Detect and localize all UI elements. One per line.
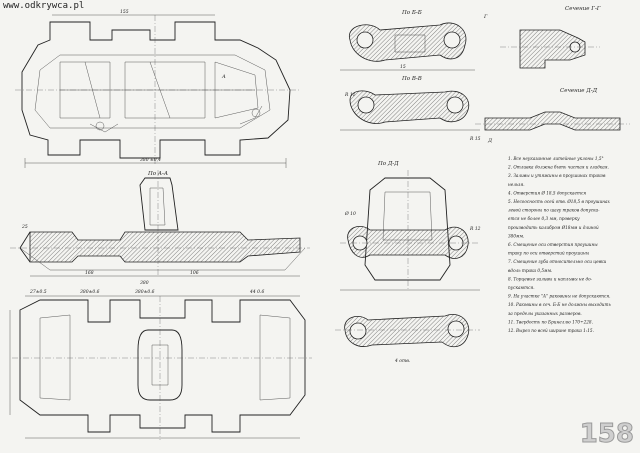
note-line: за пределы указанных размеров. bbox=[508, 311, 582, 316]
section-bb: По Б-Б 15 bbox=[340, 10, 475, 71]
label-a: А bbox=[221, 74, 226, 80]
section-vv: По В-В R 11 R 15 bbox=[340, 76, 481, 142]
note-line: 1. Все неуказанные литейные уклоны 1,5° bbox=[508, 156, 604, 161]
section-label-bb: По Б-Б bbox=[401, 10, 422, 16]
dim-top-overall: 380 ±0,4 bbox=[140, 157, 161, 163]
section-label-aa: По А-А bbox=[147, 171, 168, 177]
note-line: ется не более 0,3 мм, проверку bbox=[508, 216, 580, 221]
note-line: пускаются. bbox=[508, 285, 535, 290]
track-plan-view-bottom: 27±0.5 380±0.6 380±0.6 44 0.6 bbox=[9, 289, 312, 440]
section-label-dd: Сечение Д-Д bbox=[560, 88, 598, 94]
note-line: 8. Торцевые заливы и наплывы не до- bbox=[508, 276, 593, 281]
note-line: 9. На участке "А" раковины не допускаютс… bbox=[508, 294, 610, 299]
technical-notes: 1. Все неуказанные литейные уклоны 1,5° 2… bbox=[507, 156, 611, 333]
note-line: нельзя. bbox=[508, 182, 525, 187]
dim-small-b: 4 отв. bbox=[394, 358, 411, 364]
section-label-end: По Д-Д bbox=[377, 161, 399, 167]
dim-top-sub: 155 bbox=[120, 9, 129, 15]
section-gg: Сечение Г-Г Г bbox=[483, 6, 601, 69]
note-line: 380мм. bbox=[508, 233, 524, 238]
dim-left-bottom-4: 44 0.6 bbox=[249, 289, 264, 295]
watermark: www.odkrywca.pl bbox=[3, 1, 85, 11]
label-e: Д bbox=[487, 138, 493, 144]
dim-mid-c: 380 bbox=[140, 280, 149, 286]
note-line: производить калибром Ø18мм и длиной bbox=[508, 225, 599, 230]
note-line: левой стороны по шагу траков допуска- bbox=[508, 208, 600, 213]
note-line: вдоль трака 0,5мм. bbox=[508, 268, 552, 273]
note-line: 5. Несоосность осей отв. Ø18,5 в проушин… bbox=[508, 199, 610, 204]
note-line: 3. Заливы и утяжины в проушинах траков bbox=[508, 173, 606, 178]
dim-mid-a: 168 bbox=[85, 270, 94, 276]
track-plan-view-top: 380 ±0,4 155 А bbox=[15, 9, 300, 168]
note-line: 4. Отверстия Ø 18,5 допускается bbox=[507, 190, 586, 195]
dim-left-bottom-1: 27±0.5 bbox=[29, 289, 47, 295]
note-line: 7. Смещение зуба относительно оси цевки bbox=[508, 259, 607, 264]
section-end-view: По Д-Д R 12 Ø 10 bbox=[340, 161, 481, 291]
label-d: Г bbox=[483, 14, 488, 20]
page-number: 158 bbox=[579, 419, 634, 450]
dim-mid-b: 106 bbox=[190, 270, 199, 276]
section-label-vv: По В-В bbox=[401, 76, 422, 82]
section-label-gg: Сечение Г-Г bbox=[565, 6, 601, 12]
note-line: 11. Твердость по Бринеллю 170÷228. bbox=[508, 319, 593, 324]
dim-small-a: Ø 10 bbox=[344, 210, 356, 217]
dim-left-bottom-3: 380±0.6 bbox=[135, 289, 155, 295]
track-section-aa: По А-А 168 106 380 25 bbox=[10, 170, 310, 286]
note-line: 6. Смещение оси отверстия проушины bbox=[508, 242, 598, 247]
note-line: 12. Вырез по всей ширине трака 1:15. bbox=[508, 328, 594, 333]
dim-left-bottom-2: 380±0.6 bbox=[80, 289, 100, 295]
note-line: траку по оси отверстий проушины bbox=[508, 251, 590, 256]
dim-right-b: R 11 bbox=[344, 92, 356, 98]
note-line: 10. Раковины в сеч. Б-Б не должны выходи… bbox=[508, 302, 611, 307]
dim-right-c: R 15 bbox=[469, 136, 481, 142]
dim-mid-d: 25 bbox=[21, 224, 28, 230]
section-dd: Сечение Д-Д Д bbox=[475, 88, 630, 144]
note-line: 2. Отливка должна быть чистая и гладкая. bbox=[507, 165, 609, 170]
section-small-link: 4 отв. bbox=[335, 314, 480, 364]
dim-right-d: R 12 bbox=[469, 226, 481, 232]
dim-right-a: 15 bbox=[400, 64, 406, 70]
